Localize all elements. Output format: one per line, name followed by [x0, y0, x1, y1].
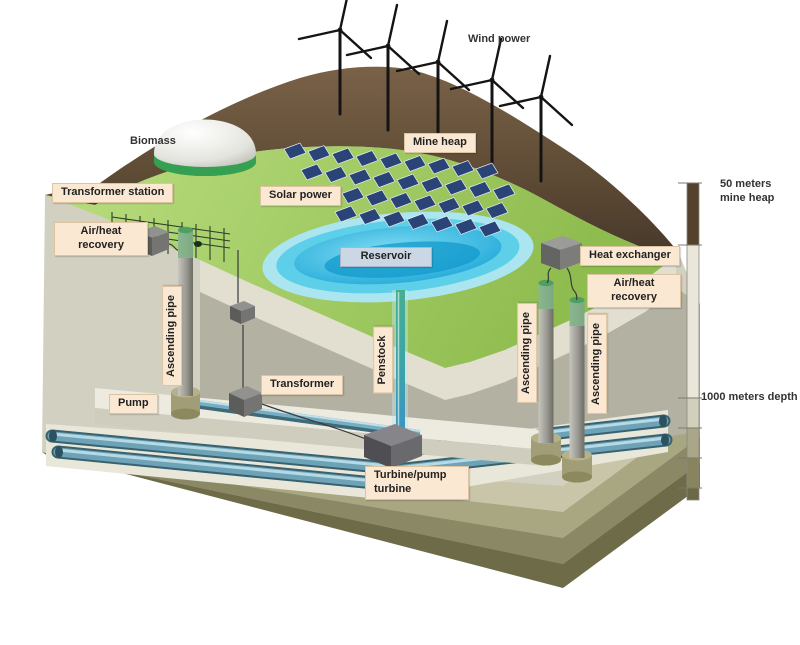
power-cable — [237, 250, 369, 441]
label-turbine-pump-turbine: Turbine/pump turbine — [365, 466, 469, 500]
label-transformer-station: Transformer station — [52, 183, 174, 203]
label-reservoir: Reservoir — [340, 247, 432, 267]
label-solar-power: Solar power — [260, 186, 341, 206]
label-wind-power: Wind power — [468, 33, 531, 45]
label-scale-depth: 1000 meters depth — [701, 391, 798, 403]
label-mine-heap: Mine heap — [404, 133, 476, 153]
ascending-pipe-right-b-graphic — [569, 296, 585, 458]
transformer-box — [229, 386, 262, 417]
label-transformer: Transformer — [261, 375, 344, 395]
label-heat-exchanger: Heat exchanger — [580, 246, 680, 266]
scale-bar — [678, 182, 702, 501]
label-ascending-pipe-left: Ascending pipe — [162, 286, 182, 386]
label-pump: Pump — [109, 394, 158, 414]
turbine-box — [364, 424, 422, 468]
label-penstock: Penstock — [373, 326, 393, 394]
junction-box — [230, 301, 255, 324]
ascending-pipe-right-a-graphic — [538, 279, 554, 443]
label-ascending-pipe-right: Ascending pipe — [587, 314, 607, 414]
label-air-heat-recovery-right: Air/heat recovery — [587, 274, 681, 308]
label-scale-mine-heap: 50 meters mine heap — [720, 178, 775, 204]
biomass-dome — [154, 119, 256, 176]
label-ascending-pipe-mid: Ascending pipe — [517, 303, 537, 403]
label-air-heat-recovery-left: Air/heat recovery — [54, 222, 148, 256]
label-biomass: Biomass — [130, 135, 176, 147]
penstock-pipe — [392, 290, 408, 438]
heat-exchanger-box — [541, 236, 582, 301]
